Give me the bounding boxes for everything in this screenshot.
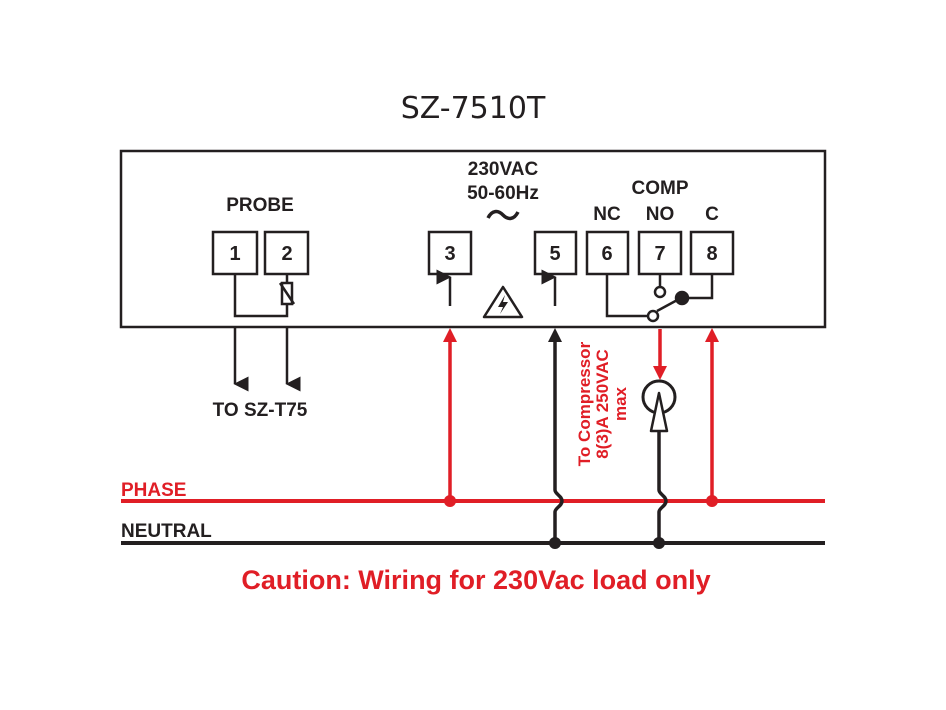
wire-compressor-to-neutral bbox=[653, 431, 668, 549]
terminal-5-number: 5 bbox=[549, 243, 560, 265]
probe-label: PROBE bbox=[226, 195, 294, 216]
contact-c-label: C bbox=[705, 204, 719, 225]
terminal-2: 2 bbox=[263, 230, 310, 276]
terminal-8: 8 bbox=[689, 230, 735, 276]
ac-sine-icon bbox=[486, 209, 520, 221]
contact-no-label: NO bbox=[646, 204, 675, 225]
compressor-note-line-1: To Compressor bbox=[575, 341, 594, 466]
wire-neutral-to-terminal-5 bbox=[548, 328, 564, 549]
comp-label: COMP bbox=[632, 178, 689, 199]
compressor-rating-note: To Compressor 8(3)A 250VAC max bbox=[575, 341, 630, 466]
wire-phase-to-terminal-8 bbox=[705, 328, 719, 507]
probe-thermistor-wiring bbox=[233, 274, 301, 392]
terminal-2-number: 2 bbox=[281, 243, 292, 265]
controller-housing bbox=[119, 149, 827, 329]
terminal-6-number: 6 bbox=[601, 243, 612, 265]
wire-terminal-7-to-compressor bbox=[653, 329, 667, 380]
high-voltage-warning-icon bbox=[482, 285, 524, 319]
neutral-label: NEUTRAL bbox=[121, 521, 212, 542]
terminal-3-number: 3 bbox=[444, 243, 455, 265]
terminal-5: 5 bbox=[533, 230, 578, 276]
terminal-1: 1 bbox=[211, 230, 259, 276]
caution-message: Caution: Wiring for 230Vac load only bbox=[241, 565, 710, 595]
power-frequency-label: 50-60Hz bbox=[467, 183, 539, 204]
wire-phase-to-terminal-3 bbox=[443, 328, 457, 507]
compressor-note-line-3: max bbox=[611, 386, 630, 421]
contact-nc-label: NC bbox=[593, 204, 621, 225]
terminal-3: 3 bbox=[427, 230, 473, 276]
terminal-7-number: 7 bbox=[654, 243, 665, 265]
terminal-7: 7 bbox=[637, 230, 683, 276]
power-voltage-label: 230VAC bbox=[468, 159, 539, 180]
compressor-icon bbox=[641, 379, 677, 433]
diagram-title: SZ-7510T bbox=[401, 91, 546, 126]
probe-destination-label: TO SZ-T75 bbox=[213, 400, 308, 421]
phase-label: PHASE bbox=[121, 480, 186, 501]
relay-switch-icon bbox=[605, 274, 714, 323]
terminal-8-number: 8 bbox=[706, 243, 717, 265]
terminal-1-number: 1 bbox=[229, 243, 240, 265]
compressor-note-line-2: 8(3)A 250VAC bbox=[593, 349, 612, 459]
terminal-6: 6 bbox=[585, 230, 630, 276]
